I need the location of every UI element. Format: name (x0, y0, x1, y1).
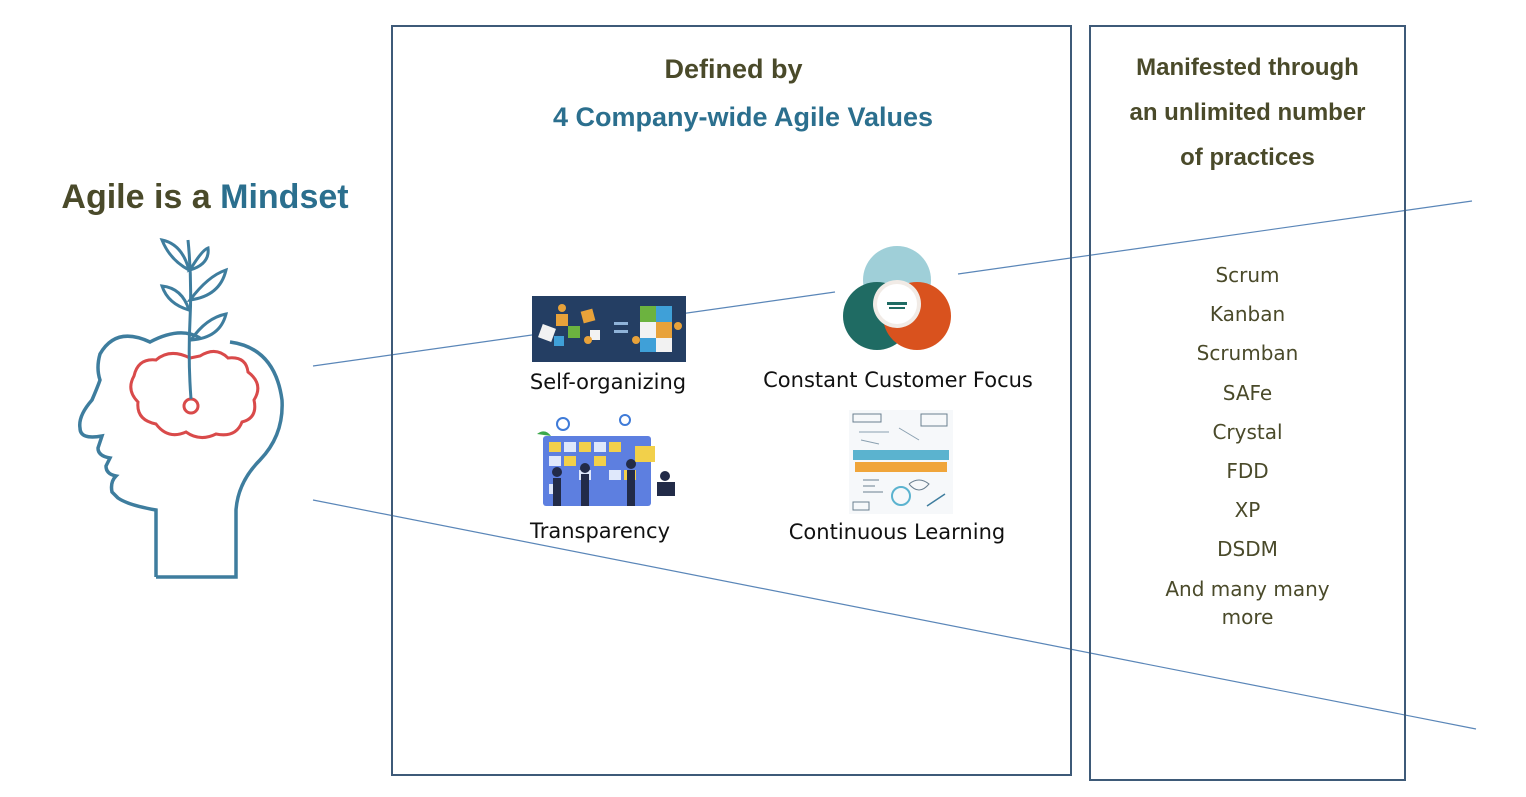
value-label-customer-focus: Constant Customer Focus (763, 368, 1033, 392)
practice-item-more-line2: more (1221, 605, 1274, 629)
practice-item-crystal: Crystal (1212, 420, 1283, 444)
practice-item-more-line1: And many many (1165, 577, 1330, 601)
customer-centricity-venn-image (843, 246, 951, 350)
values-heading: Defined by (664, 54, 803, 84)
kanban-board-team-image (537, 414, 675, 506)
practice-item-xp: XP (1234, 498, 1261, 522)
practices-heading-line2: an unlimited number (1129, 99, 1366, 126)
upper-connector-line-right (957, 200, 1473, 275)
practice-item-scrum: Scrum (1215, 263, 1280, 287)
head-sprout-icon (78, 237, 284, 579)
lower-connector-line (312, 499, 1477, 730)
mindset-title: Agile is a Mindset (0, 178, 410, 217)
value-label-transparency: Transparency (529, 519, 671, 543)
mindset-title-prefix: Agile is a (61, 178, 221, 216)
value-label-continuous-learning: Continuous Learning (788, 520, 1006, 544)
values-subheading: 4 Company-wide Agile Values (552, 102, 934, 132)
practice-item-kanban: Kanban (1209, 302, 1286, 326)
practices-heading-line3: of practices (1180, 144, 1315, 171)
practice-item-fdd: FDD (1226, 459, 1269, 483)
practice-item-scrumban: Scrumban (1196, 341, 1299, 365)
mindset-title-accent: Mindset (220, 178, 349, 216)
practices-box (1089, 25, 1406, 781)
practices-heading-line1: Manifested through (1136, 54, 1359, 81)
puzzle-team-image (532, 296, 686, 362)
values-box (391, 25, 1072, 776)
practice-item-dsdm: DSDM (1217, 537, 1278, 561)
continuous-improvement-sketch-image (849, 410, 953, 514)
value-label-self-organizing: Self-organizing (529, 370, 687, 394)
practice-item-safe: SAFe (1222, 381, 1273, 405)
